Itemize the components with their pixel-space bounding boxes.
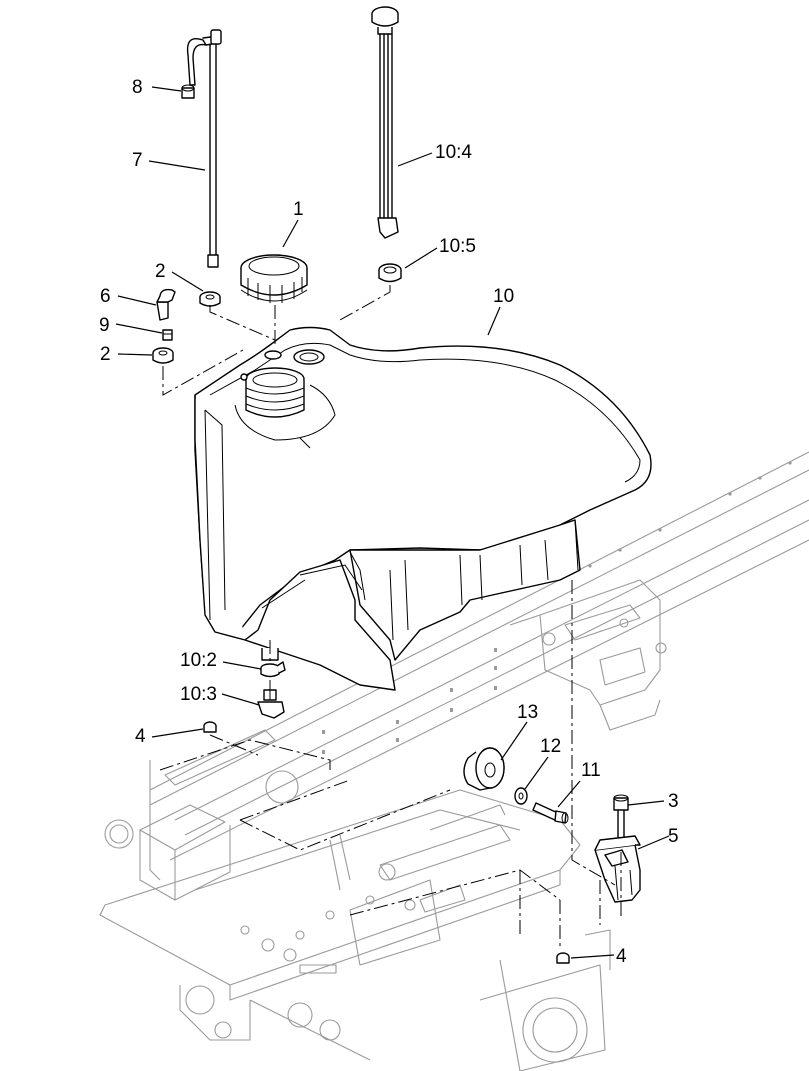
grommet-10-5 <box>378 263 402 283</box>
assembly-lines <box>159 285 622 950</box>
rubber-mount-13 <box>463 747 505 791</box>
clamp-8 <box>181 84 195 99</box>
callout-10-2: 10:2 <box>180 650 217 671</box>
callout-10-3: 10:3 <box>180 684 217 705</box>
bracket-5 <box>594 835 641 903</box>
leader-lines <box>115 86 670 959</box>
drain-valve-10-3 <box>257 689 285 719</box>
fuel-line-7 <box>186 29 222 268</box>
grommet-2-upper <box>199 291 221 307</box>
chassis-frame <box>99 451 809 1071</box>
grommet-2-lower <box>152 347 174 364</box>
elbow-6 <box>156 288 176 321</box>
callout-12: 12 <box>540 736 561 757</box>
washer-12 <box>514 787 528 805</box>
callout-8: 8 <box>132 77 143 98</box>
clamp-10-2 <box>260 661 286 678</box>
nut-4-lower <box>556 952 570 964</box>
callout-10-4: 10:4 <box>435 142 472 163</box>
callout-4-upper: 4 <box>135 726 146 747</box>
bolt-11 <box>532 802 569 824</box>
callout-11: 11 <box>581 760 601 781</box>
callout-4-lower: 4 <box>616 946 627 967</box>
fuel-sender-10-4 <box>371 6 399 239</box>
callout-13: 13 <box>517 702 538 723</box>
callout-3: 3 <box>668 791 679 812</box>
callout-5: 5 <box>668 826 679 847</box>
fuel-tank <box>194 326 652 691</box>
nut-4-upper <box>203 721 217 733</box>
callout-7: 7 <box>132 150 143 171</box>
clip-9 <box>162 329 173 341</box>
callout-1: 1 <box>293 199 304 220</box>
callout-2-lower: 2 <box>100 344 111 365</box>
callout-6: 6 <box>100 286 111 307</box>
callout-10: 10 <box>493 286 514 307</box>
callout-10-5: 10:5 <box>439 236 476 257</box>
callout-9: 9 <box>99 315 110 336</box>
callout-2-upper: 2 <box>155 261 166 282</box>
callout-labels: 8 7 10:4 1 10:5 2 10 6 9 2 10:2 10:3 13 … <box>99 77 679 967</box>
fuel-cap <box>240 254 308 303</box>
